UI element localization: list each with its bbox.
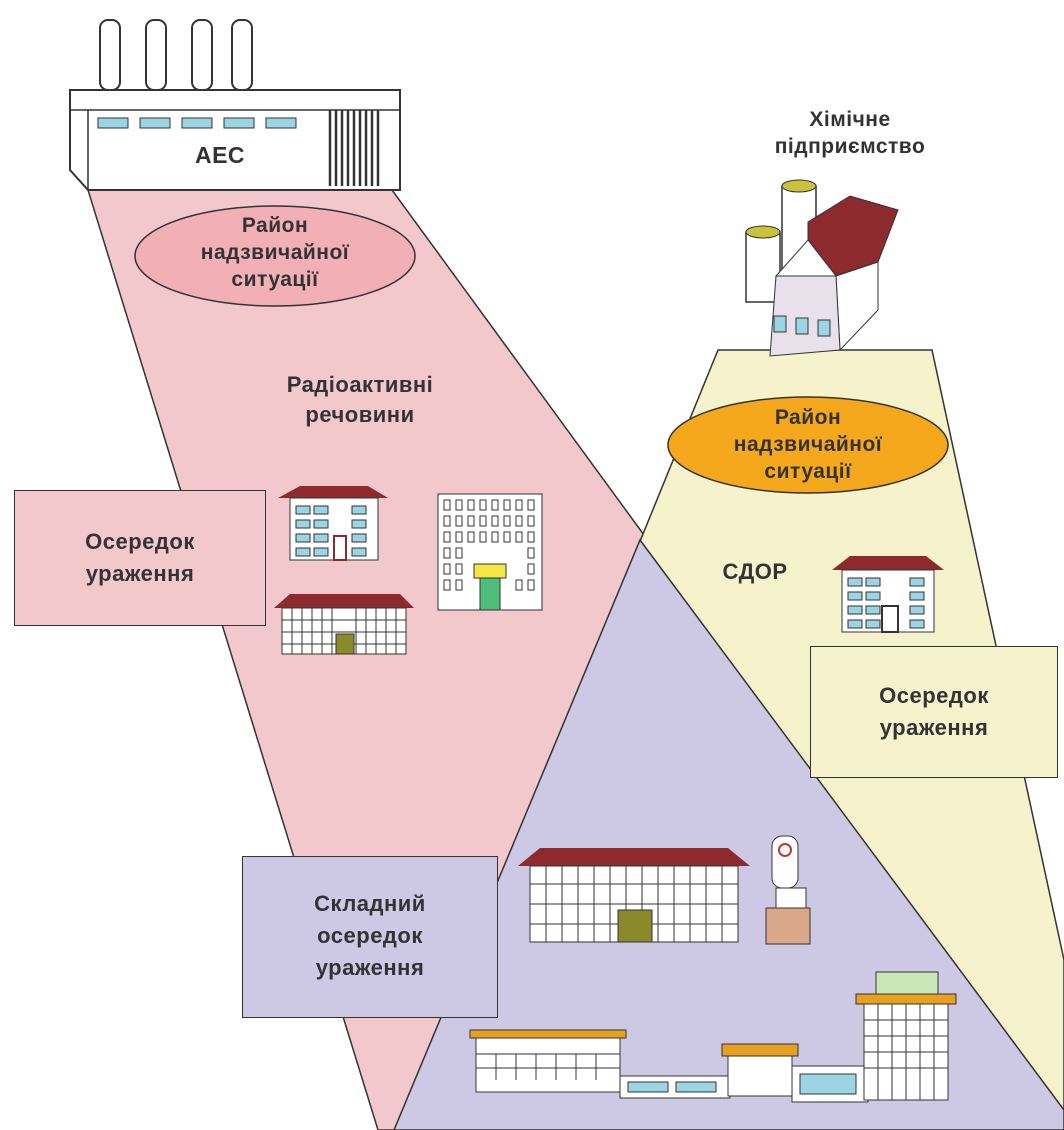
radioactive-substances-label: Радіоактивні речовини: [250, 370, 470, 430]
school-icon: [274, 594, 414, 655]
chemical-plant-label-line: Хімічне: [809, 108, 891, 131]
radioactive-substances-line: речовини: [305, 402, 415, 427]
complex-focus-line: осередок: [317, 923, 423, 948]
emergency-area-chem-line: надзвичайної: [733, 433, 883, 456]
lesion-focus-right-label: Осередок ураження: [810, 680, 1058, 744]
emergency-area-npp-label: Район надзвичайної ситуації: [175, 212, 375, 293]
complex-focus-label: Складний осередок ураження: [242, 888, 498, 984]
emergency-area-chem-ellipse: [667, 396, 949, 494]
lesion-focus-right-box: [810, 646, 1058, 778]
emergency-area-npp-ellipse: [134, 205, 416, 307]
sdor-label: СДОР: [722, 559, 788, 584]
chemical-plant-label-line: підприємство: [774, 135, 926, 158]
emergency-area-chem-line: ситуації: [764, 460, 852, 483]
emergency-area-npp-line: ситуації: [231, 268, 319, 291]
emergency-area-chem-line: Район: [774, 406, 842, 429]
complex-focus-line: Складний: [314, 891, 426, 916]
factory-icon: [69, 19, 401, 191]
lesion-focus-right-line: Осередок: [879, 683, 989, 708]
office-tower-icon: [437, 493, 543, 611]
npp-label: АЕС: [194, 142, 246, 168]
school-icon: [518, 848, 750, 943]
complex-focus-line: ураження: [315, 955, 425, 980]
radioactive-substances-line: Радіоактивні: [286, 372, 434, 397]
emergency-area-chem-label: Район надзвичайної ситуації: [708, 404, 908, 485]
complex-focus-box: [242, 856, 498, 1018]
emergency-area-npp-line: Район: [241, 214, 309, 237]
emergency-area-npp-line: надзвичайної: [200, 241, 350, 264]
building-icon: [469, 971, 957, 1103]
chemical-plant-icon: [745, 179, 899, 357]
lesion-focus-right-line: ураження: [879, 715, 989, 740]
lesion-focus-left-label: Осередок ураження: [14, 526, 266, 590]
building-icon: [278, 486, 388, 561]
building-icon: [832, 556, 944, 633]
chemical-plant-label: Хімічне підприємство: [760, 106, 940, 160]
lesion-focus-left-line: Осередок: [85, 529, 195, 554]
lesion-focus-left-box: [14, 490, 266, 626]
tower-icon: [765, 835, 811, 945]
lesion-focus-left-line: ураження: [85, 561, 195, 586]
